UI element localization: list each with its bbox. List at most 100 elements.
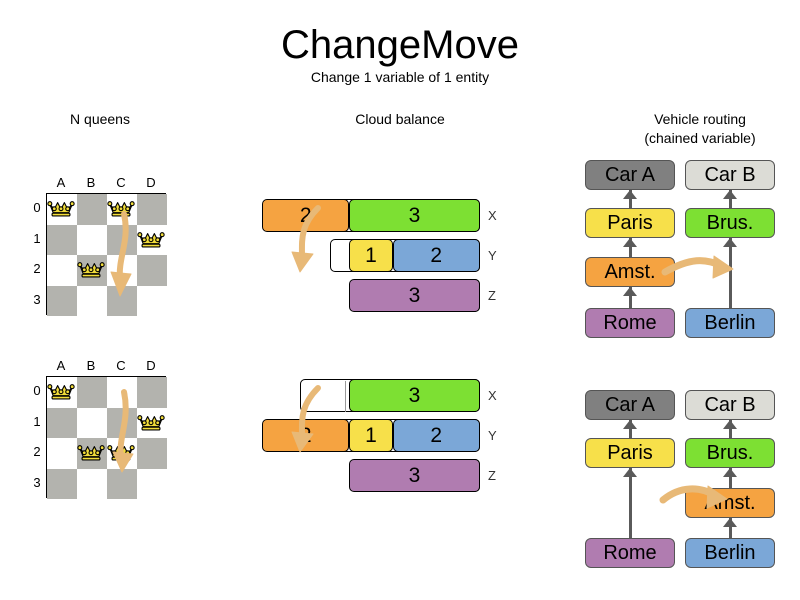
board-square-d3[interactable] <box>137 468 167 499</box>
board-square-c1[interactable] <box>107 407 137 438</box>
board-square-a2[interactable] <box>47 255 77 286</box>
routing-heading-line2: (chained variable) <box>644 130 756 146</box>
routing-chain-link <box>728 468 732 488</box>
routing-node-paris[interactable]: Paris <box>585 438 675 468</box>
routing-node-amsterdam[interactable]: Amst. <box>685 488 775 518</box>
board-square-b3[interactable] <box>77 468 107 499</box>
cloud-computer-label-x: X <box>488 388 497 403</box>
board-square-c3[interactable] <box>107 285 137 316</box>
routing-node-car-a[interactable]: Car A <box>585 390 675 420</box>
cloud-process-3[interactable]: 3 <box>349 198 480 232</box>
routing-chain-link <box>728 238 732 308</box>
routing-arrow-head-icon <box>723 238 737 247</box>
board-file-label-d: D <box>146 358 156 373</box>
routing-node-paris[interactable]: Paris <box>585 208 675 238</box>
routing-node-amsterdam[interactable]: Amst. <box>585 257 675 287</box>
board-square-d0[interactable] <box>137 377 167 408</box>
board-square-c3[interactable] <box>107 468 137 499</box>
board-rank-label-3: 3 <box>33 291 41 307</box>
board-square-b2[interactable] <box>77 255 107 286</box>
routing-arrow-head-icon <box>723 468 737 477</box>
board-square-d0[interactable] <box>137 194 167 225</box>
routing-arrow-head-icon <box>623 420 637 429</box>
board-rank-label-1: 1 <box>33 230 41 246</box>
routing-node-brussels[interactable]: Brus. <box>685 438 775 468</box>
board-square-a1[interactable] <box>47 224 77 255</box>
cloud-computer-label-z: Z <box>488 468 496 483</box>
board-file-label-a: A <box>56 358 66 373</box>
routing-node-car-b[interactable]: Car B <box>685 390 775 420</box>
routing-node-brussels[interactable]: Brus. <box>685 208 775 238</box>
board-square-d2[interactable] <box>137 438 167 469</box>
routing-arrow-head-icon <box>623 287 637 296</box>
board-file-label-b: B <box>86 358 96 373</box>
board-file-label-c: C <box>116 175 126 190</box>
cloud-computer-bar-x[interactable]: 3 <box>300 378 480 412</box>
board-square-b1[interactable] <box>77 407 107 438</box>
cloud-process-2[interactable]: 2 <box>262 418 350 452</box>
routing-chain-link <box>628 238 632 257</box>
cloud-move-arrow-head-icon <box>291 251 314 273</box>
board-square-b0[interactable] <box>77 194 107 225</box>
board-square-d1[interactable] <box>137 407 167 438</box>
routing-chain-link <box>728 420 732 438</box>
cloud-process-1[interactable]: 1 <box>349 238 393 272</box>
routing-node-car-a[interactable]: Car A <box>585 160 675 190</box>
board-square-c1[interactable] <box>107 224 137 255</box>
board-square-c2[interactable] <box>107 438 137 469</box>
routing-node-berlin[interactable]: Berlin <box>685 308 775 338</box>
board-square-a0[interactable] <box>47 377 77 408</box>
board-file-label-d: D <box>146 175 156 190</box>
routing-node-berlin[interactable]: Berlin <box>685 538 775 568</box>
board-square-a2[interactable] <box>47 438 77 469</box>
cloud-process-3[interactable]: 3 <box>349 278 480 312</box>
cloud-computer-label-y: Y <box>488 248 497 263</box>
routing-arrow-head-icon <box>623 238 637 247</box>
section-heading-cloud-balance: Cloud balance <box>355 111 445 127</box>
board-square-d1[interactable] <box>137 224 167 255</box>
board-square-b1[interactable] <box>77 224 107 255</box>
routing-arrow-head-icon <box>723 518 737 527</box>
cloud-computer-label-y: Y <box>488 428 497 443</box>
board-rank-label-1: 1 <box>33 413 41 429</box>
board-square-d2[interactable] <box>137 255 167 286</box>
cloud-process-2[interactable]: 2 <box>392 418 480 452</box>
board-square-d3[interactable] <box>137 285 167 316</box>
board-rank-label-0: 0 <box>33 383 41 398</box>
board-square-a0[interactable] <box>47 194 77 225</box>
board-square-c0[interactable] <box>107 377 137 408</box>
routing-chain-link <box>628 190 632 208</box>
cloud-process-2[interactable]: 2 <box>392 238 480 272</box>
routing-node-car-b[interactable]: Car B <box>685 160 775 190</box>
board-square-c0[interactable] <box>107 194 137 225</box>
board-square-b3[interactable] <box>77 285 107 316</box>
board-rank-label-0: 0 <box>33 200 41 215</box>
cloud-computer-bar-z[interactable]: 3 <box>349 458 480 492</box>
routing-node-rome[interactable]: Rome <box>585 308 675 338</box>
page-title: ChangeMove <box>281 23 519 67</box>
board-square-b0[interactable] <box>77 377 107 408</box>
routing-chain-link <box>728 190 732 208</box>
board-square-a1[interactable] <box>47 407 77 438</box>
cloud-computer-bar-z[interactable]: 3 <box>349 278 480 312</box>
cloud-process-2[interactable]: 2 <box>262 198 350 232</box>
cloud-process-3[interactable]: 3 <box>349 378 480 412</box>
routing-arrow-head-icon <box>623 468 637 477</box>
cloud-process-3[interactable]: 3 <box>349 458 480 492</box>
cloud-process-1[interactable]: 1 <box>349 418 393 452</box>
routing-node-rome[interactable]: Rome <box>585 538 675 568</box>
board-square-c2[interactable] <box>107 255 137 286</box>
routing-heading-line1: Vehicle routing <box>654 111 746 127</box>
board-square-b2[interactable] <box>77 438 107 469</box>
board-rank-label-2: 2 <box>33 444 41 459</box>
board-file-label-a: A <box>56 175 66 190</box>
board-rank-label-2: 2 <box>33 261 41 276</box>
board-square-a3[interactable] <box>47 468 77 499</box>
cloud-computer-label-z: Z <box>488 288 496 303</box>
routing-chain-link <box>628 468 632 538</box>
board-square-a3[interactable] <box>47 285 77 316</box>
